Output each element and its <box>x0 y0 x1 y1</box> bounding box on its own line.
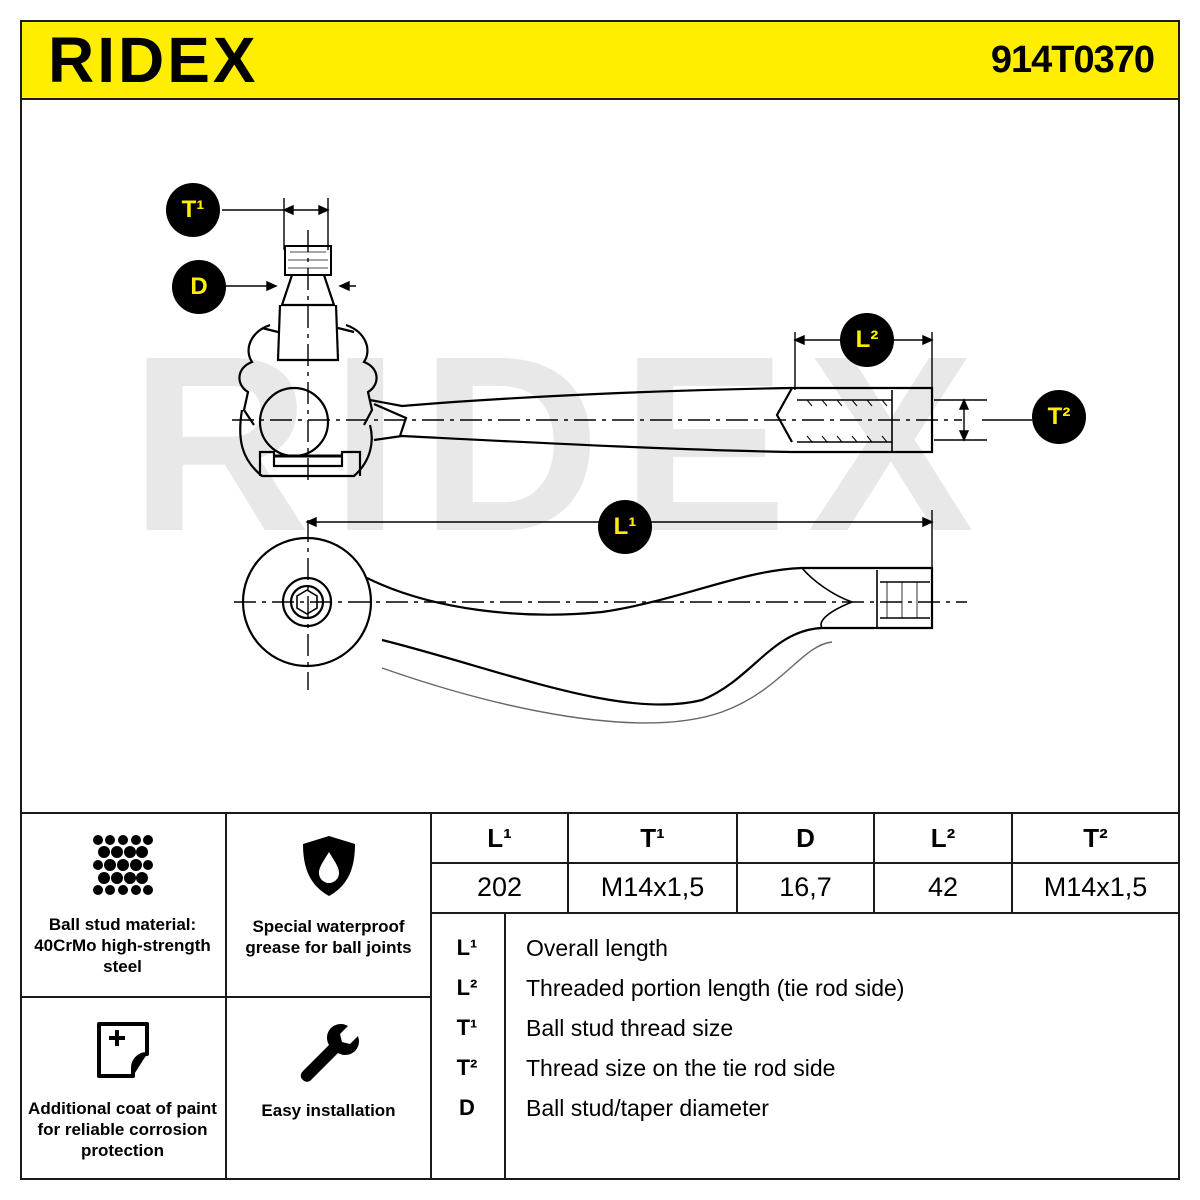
feature-paint: Additional coat of paint for reliable co… <box>20 998 225 1180</box>
bottom-panel: Ball stud material: 40CrMo high-strength… <box>20 812 1180 1180</box>
divider <box>430 912 1180 914</box>
spec-header-t1: T¹ <box>640 823 665 853</box>
feature-text: Ball stud material: 40CrMo high-strength… <box>34 915 211 976</box>
legend-key: T² <box>456 1055 478 1080</box>
top-view <box>241 536 934 724</box>
spec-value-l1: 202 <box>476 872 523 902</box>
divider <box>225 814 227 998</box>
legend-desc: Ball stud thread size <box>526 1015 734 1041</box>
callout-l2: L² <box>840 313 894 367</box>
wrench-icon <box>300 1024 359 1082</box>
feature-text: Additional coat of paint for reliable co… <box>28 1099 217 1160</box>
callout-t2: T² <box>1032 390 1086 444</box>
spec-header-l2: L² <box>930 823 956 853</box>
legend-desc: Ball stud/taper diameter <box>526 1095 769 1121</box>
divider <box>567 814 569 912</box>
legend-key: L² <box>456 975 478 1000</box>
callout-d: D <box>172 260 226 314</box>
callout-t1: T¹ <box>166 183 220 237</box>
divider <box>873 814 875 912</box>
spec-header-t2: T² <box>1083 823 1108 853</box>
spec-header-l1: L¹ <box>487 823 512 853</box>
technical-drawing: RIDEX <box>22 100 1178 812</box>
feature-grease: Special waterproof grease for ball joint… <box>227 814 430 996</box>
drawing-svg: RIDEX <box>130 198 1032 724</box>
legend-desc: Overall length <box>526 935 668 961</box>
divider <box>736 814 738 912</box>
legend-desc: Thread size on the tie rod side <box>526 1055 836 1081</box>
part-number: 914T0370 <box>990 39 1155 81</box>
callout-l1: L¹ <box>598 500 652 554</box>
legend-key: D <box>459 1095 475 1120</box>
brand-logo: RIDEX <box>48 24 259 96</box>
divider <box>430 862 1180 864</box>
spec-value-l2: 42 <box>927 872 959 902</box>
spec-value-t2: M14x1,5 <box>1043 872 1148 902</box>
divider <box>430 814 432 1180</box>
divider <box>1011 814 1013 912</box>
spec-value-t1: M14x1,5 <box>600 872 705 902</box>
feature-installation: Easy installation <box>227 998 430 1180</box>
header-bar: RIDEX 914T0370 <box>20 20 1180 100</box>
side-view <box>238 245 934 478</box>
legend-key: L¹ <box>456 935 478 960</box>
divider <box>504 912 506 1180</box>
spec-header-d: D <box>796 823 815 853</box>
feature-material: Ball stud material: 40CrMo high-strength… <box>20 814 225 996</box>
center-lines <box>232 230 967 690</box>
paint-plus-icon <box>96 1022 149 1078</box>
water-drop-shield-icon <box>302 836 355 896</box>
legend-desc: Threaded portion length (tie rod side) <box>526 975 905 1001</box>
legend-key: T¹ <box>456 1015 478 1040</box>
divider <box>20 996 430 998</box>
spec-value-d: 16,7 <box>779 872 832 902</box>
feature-text: Special waterproof grease for ball joint… <box>245 917 412 957</box>
feature-text: Easy installation <box>261 1101 396 1120</box>
grid-pattern-icon <box>92 835 153 895</box>
divider <box>225 998 227 1180</box>
